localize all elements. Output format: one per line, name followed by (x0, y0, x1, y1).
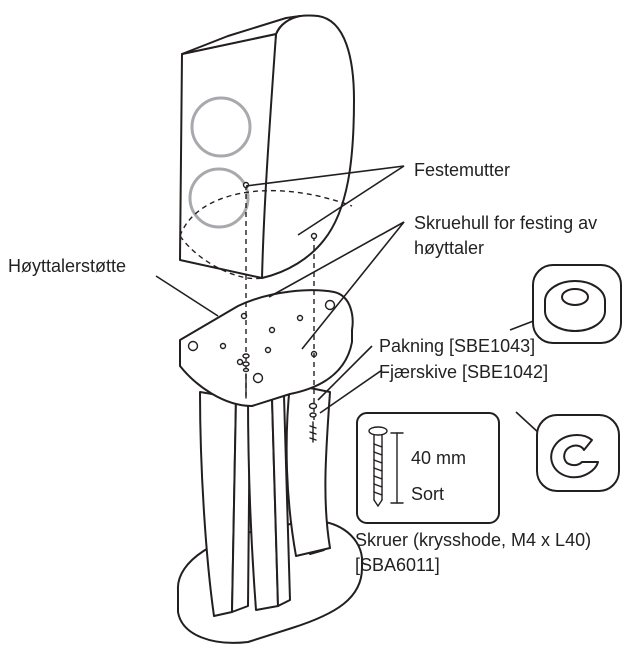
alignment-lines (242, 181, 318, 420)
label-skruehull-line2: høyttaler (414, 238, 485, 258)
right-fastener (308, 402, 318, 443)
label-pakning: Pakning [SBE1043] (379, 336, 536, 356)
screw-info-box (356, 412, 500, 524)
length-dimension (390, 432, 404, 504)
label-screw-color: Sort (411, 484, 445, 504)
cross-head-screw-icon (368, 426, 388, 508)
label-screw-length: 40 mm (411, 448, 467, 468)
stand-top-plate (179, 289, 354, 407)
flat-washer-icon (532, 264, 622, 344)
label-skruer-line1: Skruer (krysshode, M4 x L40) (355, 530, 592, 550)
label-skruehull-line1: Skruehull for festing av (414, 213, 598, 233)
left-fastener (242, 353, 250, 399)
leader-lines (155, 165, 541, 435)
label-skruer-line2: [SBA6011] (355, 555, 440, 575)
spring-washer-icon (536, 414, 620, 492)
label-festemutter: Festemutter (414, 160, 511, 180)
label-fjaerskive: Fjærskive [SBE1042] (379, 362, 549, 382)
speaker-illustration (179, 14, 355, 280)
label-hoyttalerstotte: Høyttalerstøtte (8, 256, 127, 276)
